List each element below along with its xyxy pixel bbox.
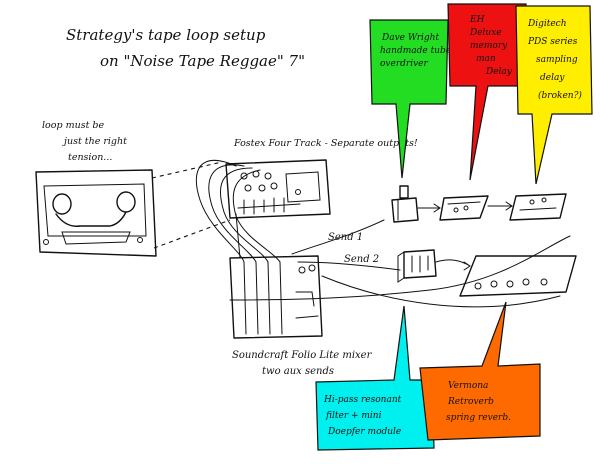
return-cable	[229, 235, 571, 301]
svg-text:filter + mini: filter + mini	[325, 411, 382, 421]
svg-text:sampling: sampling	[536, 55, 578, 65]
digitech-delay-pedal-icon	[509, 193, 567, 221]
mixer-label: Soundcraft Folio Lite mixer two aux send…	[232, 350, 373, 377]
svg-text:man: man	[476, 54, 496, 64]
tape-loop-line	[153, 219, 231, 249]
svg-text:tension...: tension...	[68, 152, 112, 163]
fostex-output-cables	[195, 160, 281, 263]
svg-text:Doepfer module: Doepfer module	[327, 427, 401, 437]
tube-overdriver-icon	[391, 185, 419, 223]
svg-text:two aux sends: two aux sends	[262, 366, 334, 377]
svg-text:delay: delay	[540, 73, 565, 83]
send-1-label: Send 1	[328, 232, 363, 243]
memory-man-pedal-icon	[439, 195, 489, 221]
svg-text:Vermona: Vermona	[448, 381, 488, 391]
svg-text:loop must be: loop must be	[42, 120, 104, 131]
callout-memory-man: EH Deluxe memory man Delay	[447, 3, 527, 181]
fostex-four-track-icon	[225, 159, 331, 219]
callout-tube-overdriver: Dave Wright handmade tube overdriver	[369, 19, 451, 179]
return-cable	[321, 275, 561, 308]
svg-text:Deluxe: Deluxe	[469, 28, 502, 38]
mixer-icon	[229, 255, 323, 339]
callout-filter-module: Hi-pass resonant filter + mini Doepfer m…	[315, 305, 435, 451]
chain-arrow	[435, 259, 471, 271]
chain-arrow	[487, 201, 513, 211]
filter-module-icon	[397, 249, 437, 283]
svg-text:overdriver: overdriver	[380, 59, 428, 69]
svg-text:EH: EH	[469, 15, 485, 25]
callout-spring-reverb: Vermona Retroverb spring reverb.	[419, 301, 541, 441]
spring-reverb-icon	[459, 255, 577, 297]
svg-text:Retroverb: Retroverb	[447, 397, 494, 407]
svg-text:Soundcraft Folio Lite mixer: Soundcraft Folio Lite mixer	[232, 350, 373, 361]
svg-text:PDS series: PDS series	[527, 37, 578, 47]
cassette-tape-icon	[35, 169, 157, 257]
diagram-title-line1: Strategy's tape loop setup	[66, 26, 266, 44]
send-2-cable	[297, 261, 401, 271]
svg-text:Hi-pass resonant: Hi-pass resonant	[323, 395, 402, 405]
tape-loop-line	[151, 161, 223, 179]
chain-arrow	[417, 203, 441, 213]
send-1-cable	[291, 219, 385, 255]
diagram-title-line2: on "Noise Tape Reggae" 7"	[100, 52, 305, 70]
callout-digitech-delay: Digitech PDS series sampling delay (brok…	[515, 5, 593, 185]
svg-text:Digitech: Digitech	[527, 19, 567, 29]
svg-text:memory: memory	[470, 41, 508, 51]
svg-text:just the right: just the right	[62, 136, 127, 147]
send-2-label: Send 2	[344, 254, 379, 265]
fostex-label: Fostex Four Track - Separate outputs!	[233, 138, 418, 149]
svg-text:Dave Wright: Dave Wright	[381, 33, 439, 43]
tape-tension-note: loop must be just the right tension...	[42, 120, 127, 163]
svg-text:Delay: Delay	[485, 67, 513, 77]
svg-text:handmade tube: handmade tube	[380, 46, 451, 56]
svg-text:(broken?): (broken?)	[538, 90, 582, 101]
svg-text:spring reverb.: spring reverb.	[446, 413, 511, 423]
